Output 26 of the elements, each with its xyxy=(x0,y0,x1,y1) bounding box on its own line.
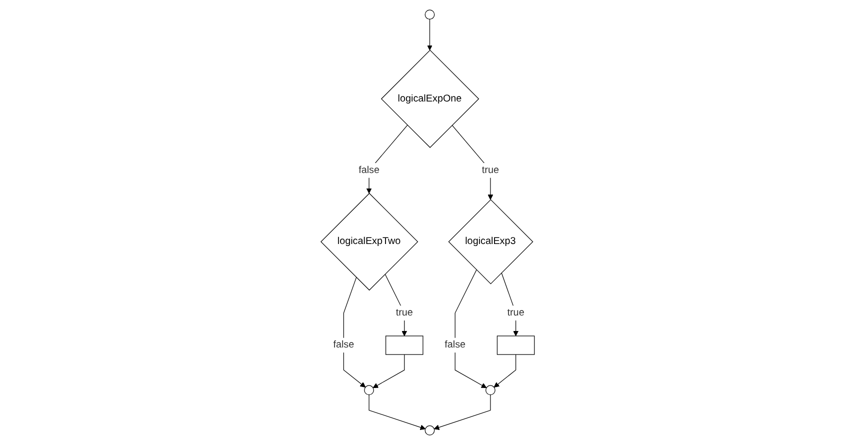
edge-label: true xyxy=(396,307,413,318)
edge-label: false xyxy=(333,340,354,350)
arrow xyxy=(366,124,408,194)
node-circle xyxy=(424,10,435,20)
node-circle xyxy=(424,425,435,436)
arrow xyxy=(384,274,407,336)
arrow xyxy=(368,394,426,430)
arrow xyxy=(434,394,491,430)
node-diamond: logicalExpOne xyxy=(380,50,479,148)
arrow xyxy=(501,272,518,336)
edge-label: true xyxy=(507,307,524,318)
edge-label: false xyxy=(444,340,466,350)
node-diamond: logicalExpTwo xyxy=(320,192,418,291)
arrow xyxy=(343,277,366,388)
node-diamond: logicalExp3 xyxy=(448,199,534,284)
node-box xyxy=(496,336,534,355)
node-circle xyxy=(485,385,496,396)
arrow xyxy=(372,354,405,388)
node-circle xyxy=(364,385,374,396)
arrow xyxy=(494,354,516,388)
arrow xyxy=(452,124,493,200)
edge-label: false xyxy=(358,164,380,176)
node-box xyxy=(385,336,424,355)
edge-label: true xyxy=(482,164,499,176)
arrow xyxy=(454,270,486,388)
arrow xyxy=(426,18,432,50)
